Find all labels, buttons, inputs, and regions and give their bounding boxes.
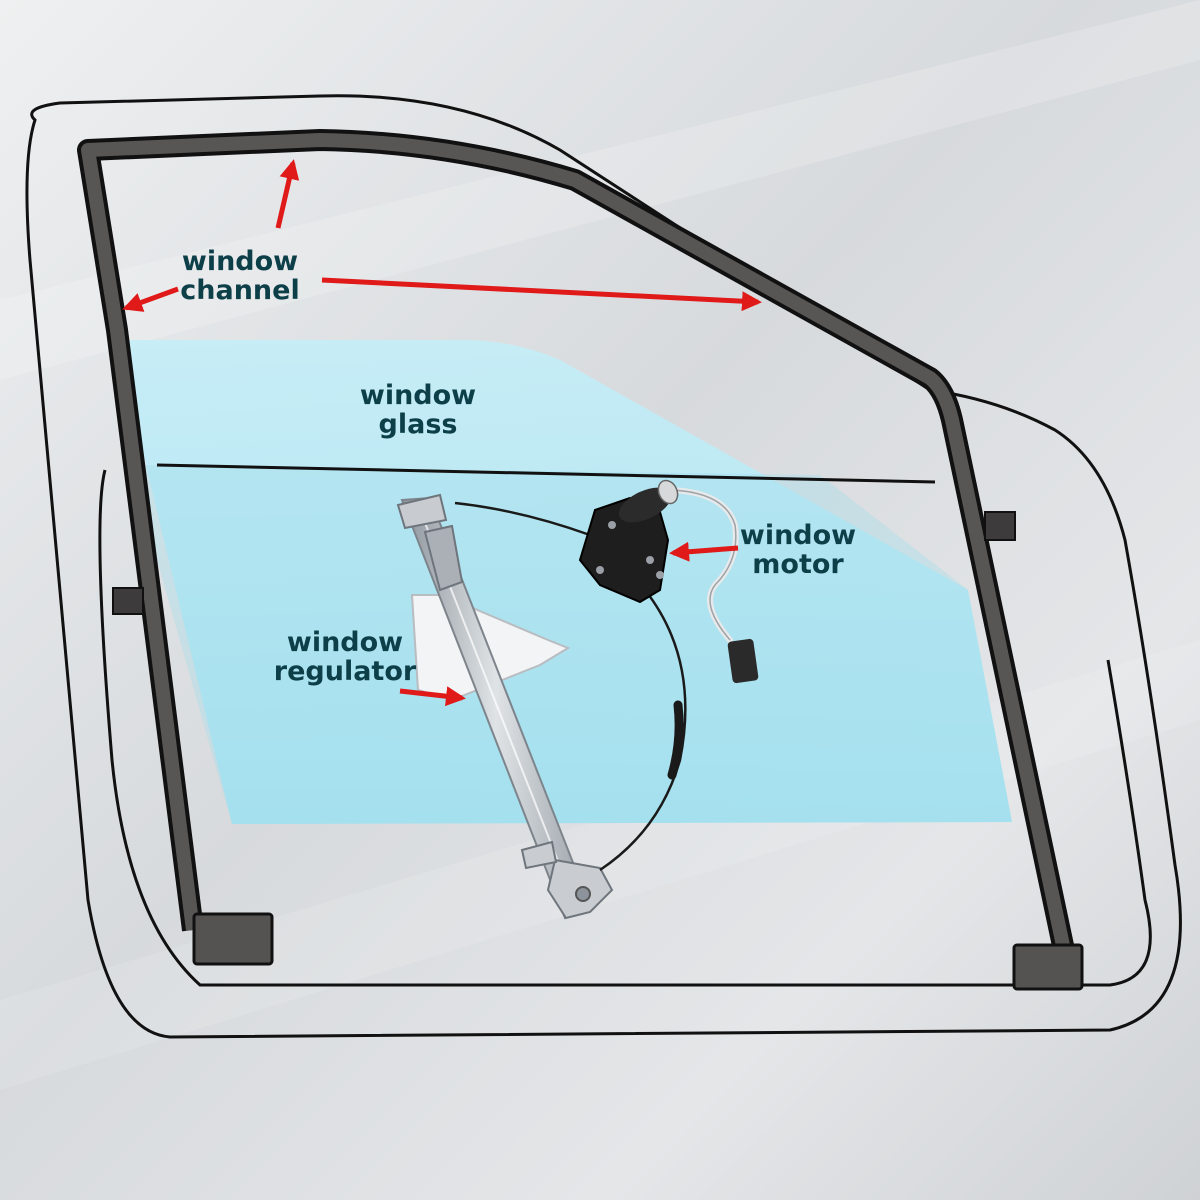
channel-mount-right [984, 511, 1016, 541]
door-inner-contour [98, 469, 1152, 987]
regulator-cable-sleeve [667, 700, 684, 780]
arrow-motor [669, 541, 739, 562]
label-window-glass: window glass [338, 381, 498, 439]
motor-bolt-1 [608, 521, 616, 529]
arrow-channel-top [275, 159, 300, 229]
glass-level-line [156, 463, 936, 484]
channel-foot-right [1012, 943, 1084, 991]
window-regulator [396, 493, 614, 920]
arrow-channel-left [122, 286, 179, 312]
label-window-channel-line1: window [181, 246, 299, 277]
label-window-motor-line2: motor [752, 549, 844, 580]
label-window-glass-line2: glass [378, 409, 458, 440]
motor-wire-outline [669, 489, 737, 641]
motor-connector [727, 638, 759, 684]
label-window-motor: window motor [718, 521, 878, 579]
arrow-regulator [399, 686, 466, 707]
arrow-channel-right [321, 277, 762, 312]
motor-cylinder-cap [657, 479, 679, 505]
label-window-glass-line1: window [359, 380, 477, 411]
regulator-bolt [575, 886, 591, 902]
regulator-tab [520, 840, 558, 870]
label-window-motor-line1: window [739, 520, 857, 551]
channel-mount-left [112, 587, 144, 615]
label-window-channel: window channel [160, 247, 320, 305]
label-window-regulator: window regulator [270, 628, 420, 686]
motor-bolt-4 [656, 571, 664, 579]
channel-foot-left [192, 912, 274, 966]
door-outline [25, 94, 1182, 1039]
window-motor [578, 479, 759, 684]
motor-bolt-3 [596, 566, 604, 574]
label-window-regulator-line2: regulator [273, 656, 417, 687]
window-channel-fill [81, 133, 1072, 957]
regulator-cable-top [454, 501, 591, 537]
motor-bolt-2 [646, 556, 654, 564]
label-window-regulator-line1: window [286, 627, 404, 658]
regulator-top-cap [396, 493, 448, 530]
motor-cylinder [618, 487, 672, 523]
window-glass [116, 340, 1012, 824]
regulator-slider [423, 524, 464, 592]
label-window-channel-line2: channel [180, 275, 300, 306]
glass-lower-tint [130, 465, 1012, 824]
